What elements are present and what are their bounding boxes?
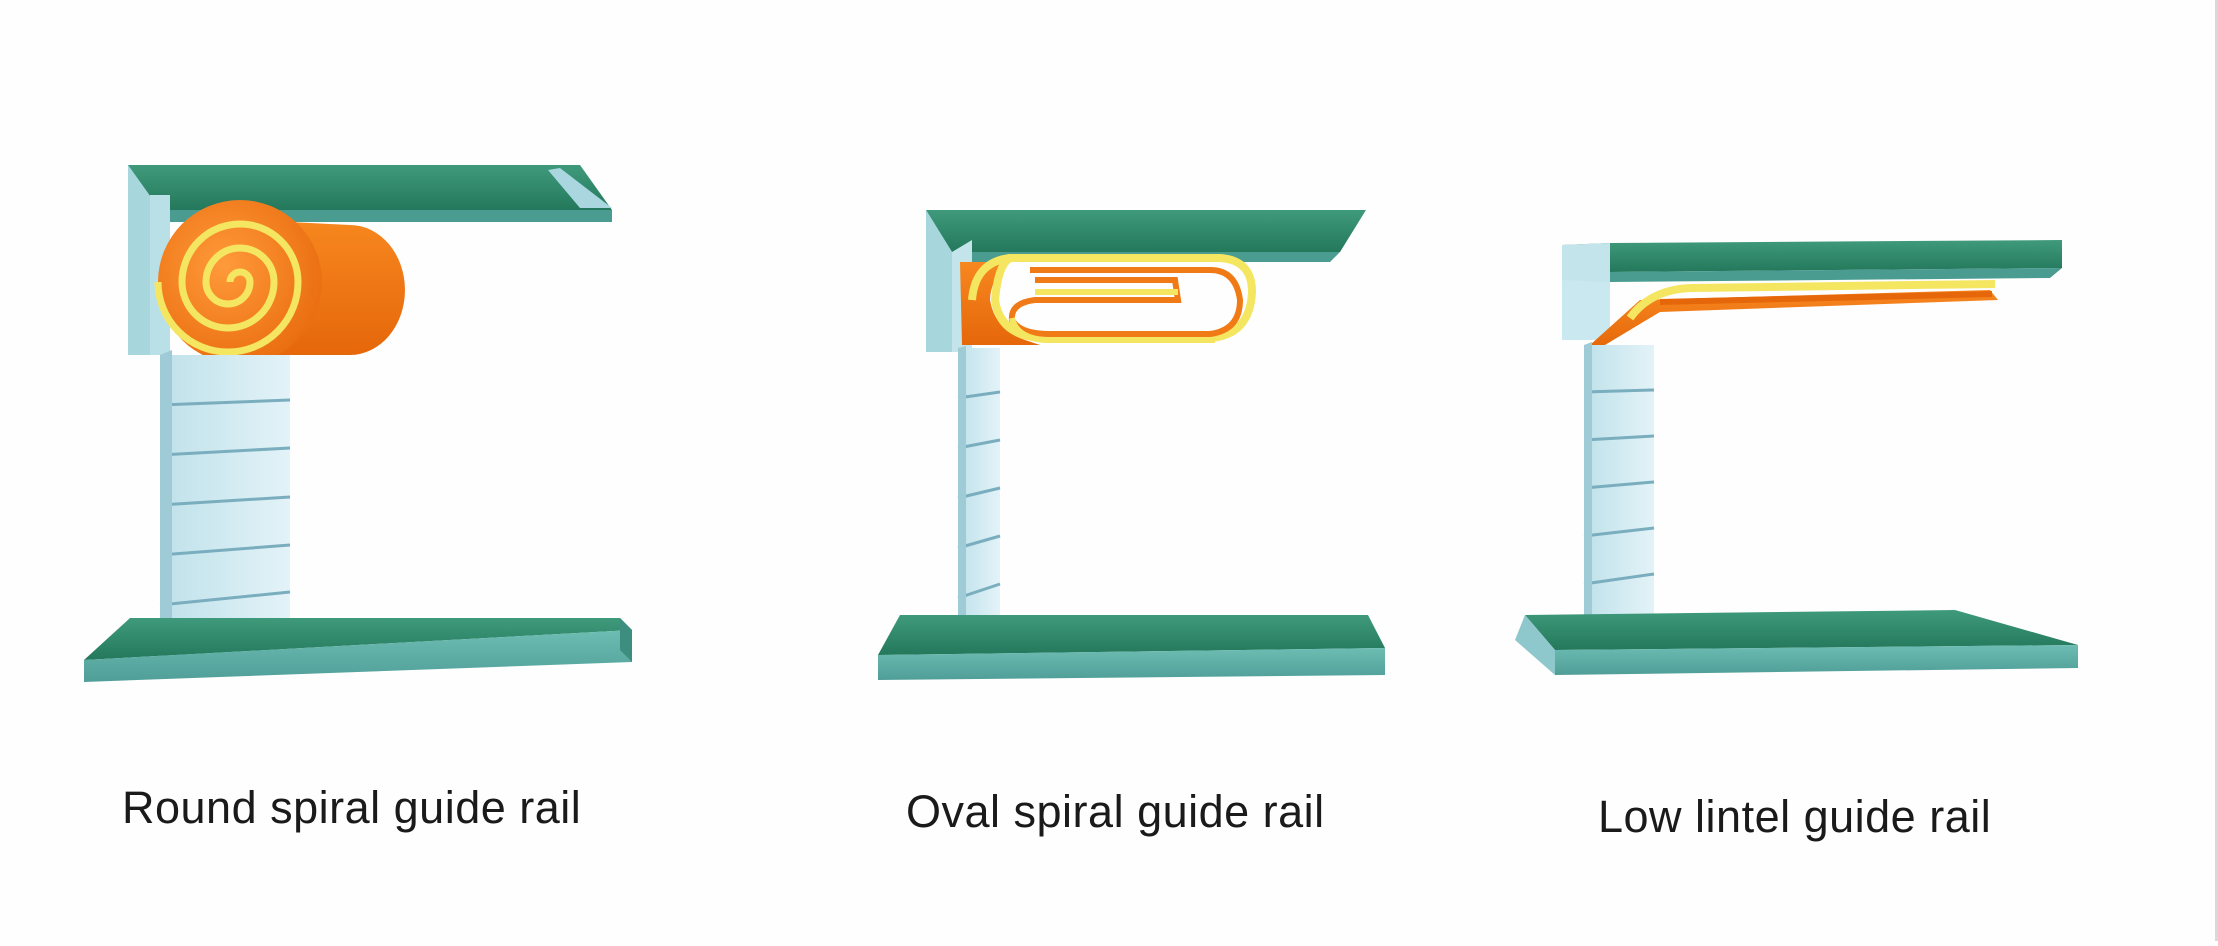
back-wall [926,210,952,352]
oval-coil [960,254,1257,345]
door-panels [159,350,291,660]
door-panels [1583,342,1655,635]
bottom-floor-plate [84,618,632,682]
round-spiral-figure [84,165,632,682]
caption-round-spiral: Round spiral guide rail [122,782,582,833]
bottom-floor-plate [1515,610,2078,675]
door-panels [957,346,1001,656]
oval-spiral-figure [878,210,1385,680]
caption-low-lintel: Low lintel guide rail [1598,791,1992,842]
back-wall [1562,280,1610,340]
low-lintel-figure [1515,240,2078,675]
low-lintel-coil [1590,280,1998,348]
round-coil [154,200,405,364]
caption-oval-spiral: Oval spiral guide rail [906,786,1325,837]
scan-edge [2215,0,2218,941]
bottom-floor-plate [878,615,1385,680]
